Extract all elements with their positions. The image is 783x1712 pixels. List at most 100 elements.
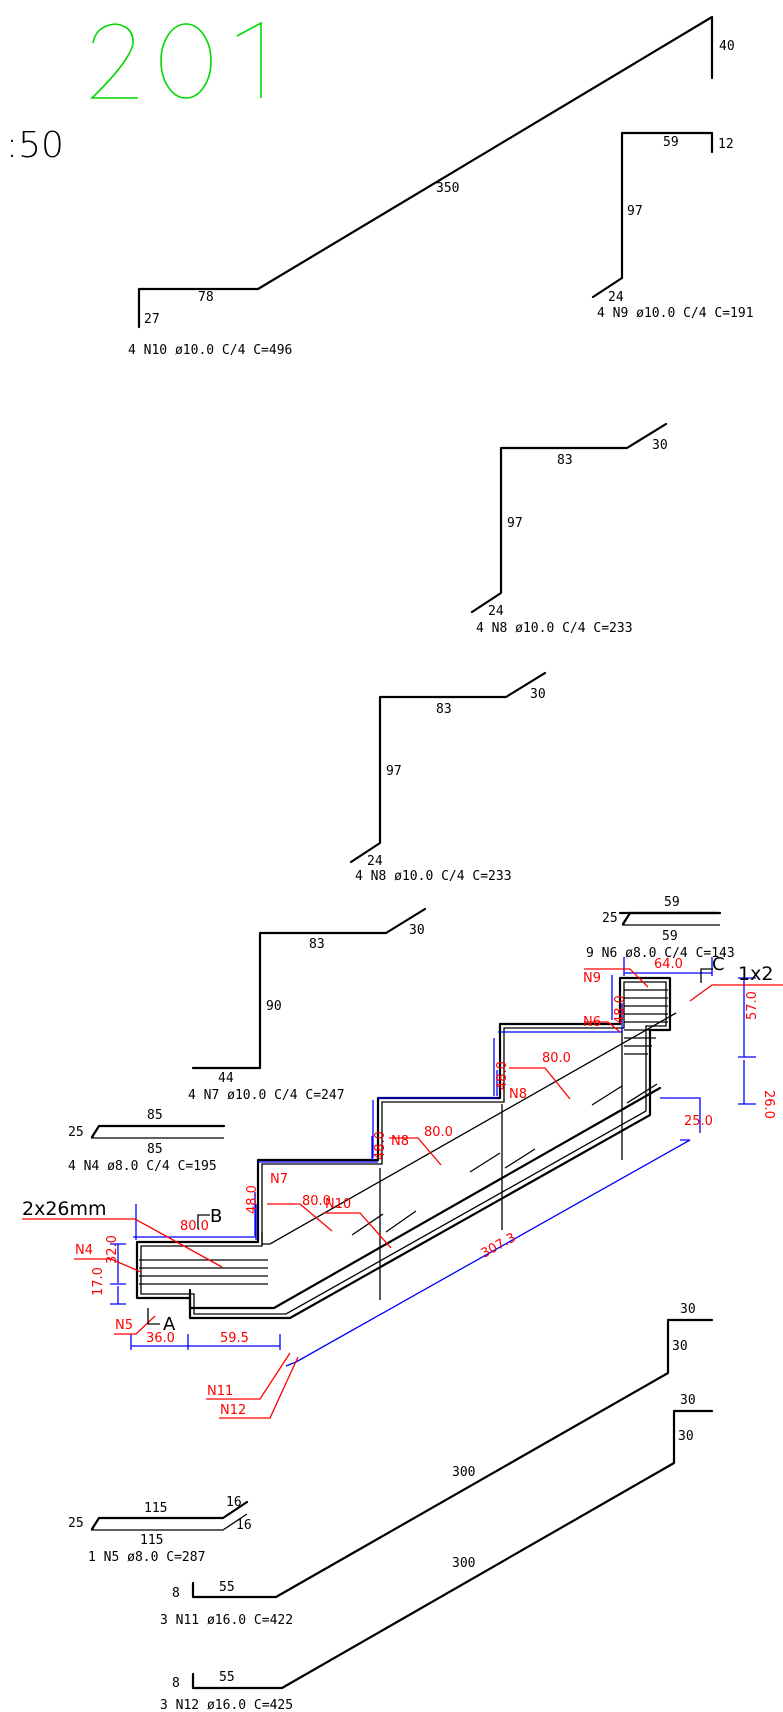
dim-64: 64.0 [654,957,683,972]
n5-leg-115-top: 115 [144,1501,167,1516]
n12-leg-55: 55 [219,1670,235,1685]
n10-leg-350: 350 [436,181,459,196]
n5-leg-25: 25 [68,1516,84,1531]
n11-leg-30-side: 30 [672,1339,688,1354]
dim-48-top: 48.0 [613,995,628,1024]
n8b-leg-83: 83 [436,702,452,717]
n12-caption: 3 N12 ø16.0 C=425 [160,1698,293,1712]
dim-48-b: 48.0 [245,1185,260,1214]
n5-leg-16-bottom: 16 [236,1518,252,1533]
dim-26: 26.0 [761,1090,776,1119]
n9-leg-12: 12 [718,137,734,152]
n11-leg-8: 8 [172,1586,180,1601]
n10-caption: 4 N10 ø10.0 C/4 C=496 [128,343,292,358]
bar-n12: 30 30 300 8 55 3 N12 ø16.0 C=425 [160,1393,714,1712]
mark-n4: N4 [75,1243,93,1258]
dim-36: 36.0 [146,1331,175,1346]
n9-leg-24: 24 [608,290,624,305]
bar-n6: 59 25 59 9 N6 ø8.0 C/4 C=143 [586,895,735,961]
n7-leg-44: 44 [218,1071,234,1086]
bar-n9: 59 12 97 24 4 N9 ø10.0 C/4 C=191 [591,131,754,321]
bar-n8-second: 30 83 97 24 4 N8 ø10.0 C/4 C=233 [349,671,547,884]
n8a-leg-83: 83 [557,453,573,468]
n4-leg-85-bottom: 85 [147,1142,163,1157]
n7-caption: 4 N7 ø10.0 C/4 C=247 [188,1088,345,1103]
n11-leg-300: 300 [452,1465,475,1480]
n5-leg-115-bottom: 115 [140,1533,163,1548]
n7-leg-83: 83 [309,937,325,952]
label-b: B [210,1206,222,1227]
label-a: A [163,1314,176,1335]
n8b-leg-30: 30 [530,687,546,702]
mark-n6: N6 [583,1015,601,1030]
n4-leg-85-top: 85 [147,1108,163,1123]
n8a-leg-97: 97 [507,516,523,531]
label-c-bracket [700,968,713,983]
mark-n12: N12 [220,1403,246,1418]
dim-307-3: 307.3 [479,1230,519,1261]
n12-leg-8: 8 [172,1676,180,1691]
n10-leg-78: 78 [198,290,214,305]
n5-caption: 1 N5 ø8.0 C=287 [88,1550,205,1565]
n10-leg-40: 40 [719,39,735,54]
mark-n11: N11 [207,1384,233,1399]
n12-leg-30-top: 30 [680,1393,696,1408]
label-b-bracket [197,1214,210,1229]
dim-80-n7: 80.0 [302,1194,331,1209]
leaders [22,968,783,1419]
bar-n11: 30 30 300 8 55 3 N11 ø16.0 C=422 [160,1302,714,1628]
n9-caption: 4 N9 ø10.0 C/4 C=191 [597,306,754,321]
n12-leg-30-side: 30 [678,1429,694,1444]
label-c: C [712,954,725,975]
bar-n7: 30 83 90 44 4 N7 ø10.0 C/4 C=247 [188,907,427,1103]
dim-57: 57.0 [745,991,760,1020]
n10-leg-27: 27 [144,312,160,327]
n9-leg-97: 97 [627,204,643,219]
callout-left: 2x26mm [22,1198,107,1220]
stair-section: 64.0 48.0 57.0 26.0 80.0 48.0 80.0 48.0 … [22,954,783,1419]
mark-n5: N5 [115,1318,133,1333]
n9-leg-59: 59 [663,135,679,150]
dim-80-b: 80.0 [180,1219,209,1234]
dim-59-5: 59.5 [220,1331,249,1346]
n7-leg-30: 30 [409,923,425,938]
n6-caption: 9 N6 ø8.0 C/4 C=143 [586,946,735,961]
mark-n7: N7 [270,1172,288,1187]
dimension-lines [110,957,756,1367]
n5-leg-16-top: 16 [226,1495,242,1510]
n8b-leg-24: 24 [367,854,383,869]
n8a-caption: 4 N8 ø10.0 C/4 C=233 [476,621,633,636]
n8a-leg-30: 30 [652,438,668,453]
n8b-leg-97: 97 [386,764,402,779]
label-a-bracket [147,1308,160,1325]
n11-leg-30-top: 30 [680,1302,696,1317]
sheet-number [90,21,262,99]
n8b-caption: 4 N8 ø10.0 C/4 C=233 [355,869,512,884]
n12-leg-300: 300 [452,1556,475,1571]
bar-n10: 40 350 78 27 4 N10 ø10.0 C/4 C=496 [128,15,735,358]
n6-leg-59-bottom: 59 [662,929,678,944]
bar-n8-first: 30 83 97 24 4 N8 ø10.0 C/4 C=233 [470,422,668,636]
dim-48-mid: 48.0 [495,1061,510,1090]
n11-leg-55: 55 [219,1580,235,1595]
n6-leg-59-top: 59 [664,895,680,910]
n8a-leg-24: 24 [488,604,504,619]
mark-n8-lower: N8 [391,1134,409,1149]
dim-80-n8a: 80.0 [542,1051,571,1066]
dim-32: 32.0 [105,1235,120,1264]
callout-right: 1x2 [738,963,773,985]
dim-48-n10: 48.0 [373,1131,388,1160]
dim-17: 17.0 [91,1267,106,1296]
mark-n10: N10 [325,1197,351,1212]
bar-n5: 115 16 25 115 16 1 N5 ø8.0 C=287 [68,1495,252,1565]
scale-label: :50 [6,125,64,166]
n4-caption: 4 N4 ø8.0 C/4 C=195 [68,1159,217,1174]
n4-leg-25: 25 [68,1125,84,1140]
mark-n8-upper: N8 [509,1087,527,1102]
n7-leg-90: 90 [266,999,282,1014]
bar-n4: 85 25 85 4 N4 ø8.0 C/4 C=195 [68,1108,226,1174]
n6-leg-25: 25 [602,911,618,926]
mark-n9: N9 [583,971,601,986]
n11-caption: 3 N11 ø16.0 C=422 [160,1613,293,1628]
